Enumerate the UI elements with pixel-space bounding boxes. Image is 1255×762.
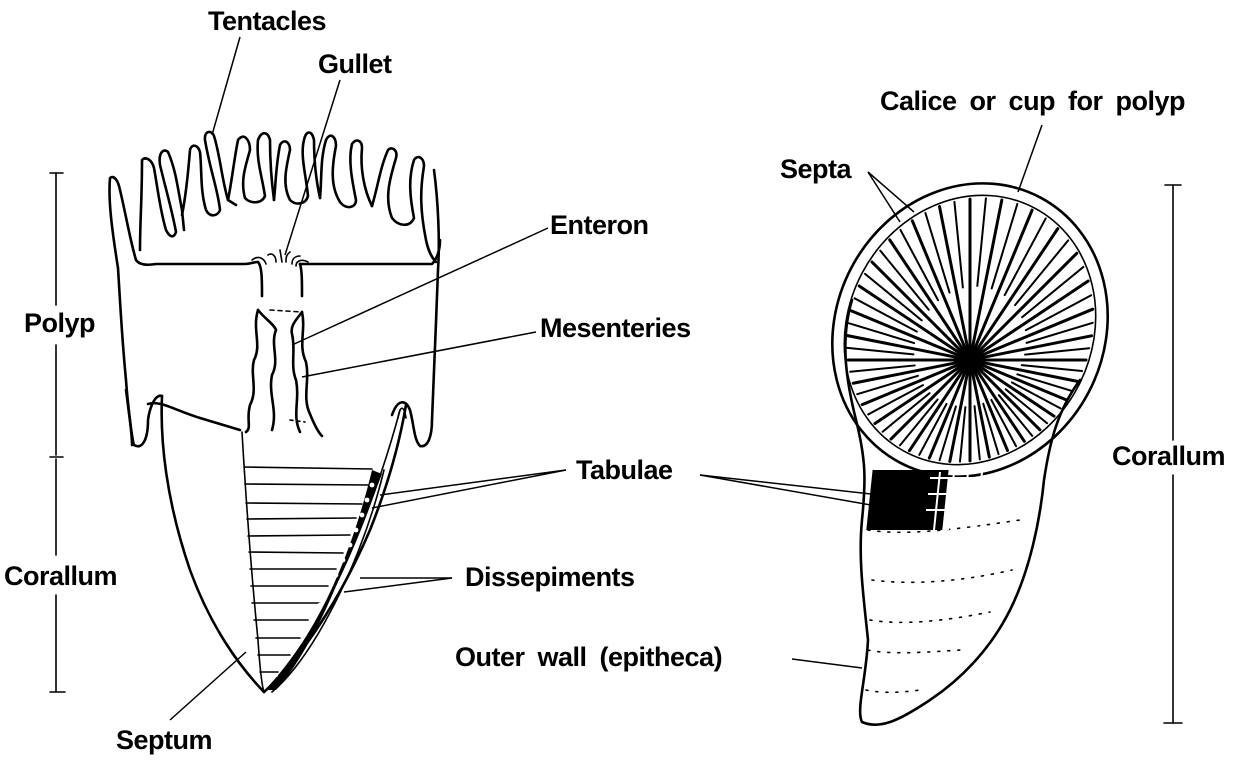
minor-septum-line bbox=[853, 297, 918, 333]
corallum-section bbox=[160, 394, 408, 694]
major-septum-line bbox=[971, 363, 1026, 443]
minor-septum-line bbox=[846, 346, 915, 356]
minor-septum-line bbox=[1010, 381, 1062, 410]
gullet-drawing bbox=[251, 249, 309, 298]
major-septum-line bbox=[910, 219, 970, 356]
minor-septum-line bbox=[990, 398, 1018, 448]
minor-septum-line bbox=[938, 405, 957, 462]
minor-septum-line bbox=[849, 364, 916, 373]
label-dissepiments: Dissepiments bbox=[465, 562, 635, 592]
major-septum-line bbox=[970, 364, 1009, 452]
minor-septum-line bbox=[899, 228, 940, 302]
major-septum-line bbox=[937, 205, 971, 356]
major-septum-line bbox=[888, 238, 969, 357]
minor-septum-line bbox=[982, 402, 1000, 456]
major-septum-line bbox=[857, 284, 967, 359]
label-tentacles: Tentacles bbox=[208, 6, 327, 36]
minor-septum-line bbox=[847, 322, 916, 345]
minor-septum-line bbox=[898, 398, 939, 447]
minor-septum-line bbox=[918, 402, 948, 456]
minor-septum-line bbox=[864, 272, 923, 322]
bracket-label-polyp: Polyp bbox=[24, 308, 96, 338]
minor-septum-line bbox=[1020, 364, 1084, 373]
tentacles-drawing bbox=[108, 130, 442, 447]
minor-septum-line bbox=[953, 200, 964, 289]
minor-septum-line bbox=[1004, 388, 1049, 425]
major-septum-line bbox=[972, 362, 1042, 432]
major-septum-line bbox=[969, 364, 991, 459]
major-septum-line bbox=[873, 361, 967, 425]
major-septum-line bbox=[971, 227, 1060, 357]
septa-radial-lines bbox=[846, 197, 1095, 463]
major-septum-line bbox=[972, 251, 1079, 358]
major-septum-line bbox=[851, 359, 966, 385]
minor-septum-line bbox=[976, 197, 987, 287]
minor-septum-line bbox=[881, 392, 931, 433]
major-septum-line bbox=[973, 279, 1090, 359]
minor-septum-line bbox=[1014, 239, 1070, 307]
label-septa: Septa bbox=[780, 154, 852, 184]
minor-septum-line bbox=[1016, 373, 1074, 393]
label-tabulae: Tabulae bbox=[576, 455, 673, 485]
minor-septum-line bbox=[879, 249, 930, 311]
major-septum-line bbox=[970, 208, 1034, 356]
minor-septum-line bbox=[990, 202, 1019, 290]
leader-lines bbox=[169, 36, 1043, 721]
major-septum-line bbox=[948, 364, 971, 463]
major-septum-line bbox=[927, 364, 970, 460]
minor-septum-line bbox=[1023, 347, 1091, 356]
major-septum-line bbox=[907, 363, 969, 453]
label-gullet: Gullet bbox=[318, 49, 392, 79]
major-septum-line bbox=[860, 360, 966, 407]
calice-center bbox=[958, 348, 982, 372]
label-calice: Calice or cup for polyp bbox=[880, 86, 1186, 116]
major-septum-line bbox=[974, 359, 1079, 383]
major-septum-line bbox=[846, 334, 966, 361]
major-septum-line bbox=[974, 334, 1094, 361]
major-septum-line bbox=[889, 362, 968, 441]
minor-septum-line bbox=[958, 406, 967, 463]
label-enteron: Enteron bbox=[550, 210, 649, 240]
minor-septum-line bbox=[867, 384, 924, 416]
horn-coral-drawing bbox=[831, 182, 1109, 727]
major-septum-line bbox=[974, 360, 1069, 402]
major-septum-line bbox=[973, 361, 1056, 418]
major-septum-line bbox=[870, 260, 968, 358]
polyp-bracket bbox=[49, 172, 64, 458]
label-mesenteries: Mesenteries bbox=[540, 313, 691, 343]
corallum-bracket-right bbox=[1163, 184, 1183, 724]
major-septum-line bbox=[974, 307, 1095, 360]
label-septum: Septum bbox=[116, 725, 213, 755]
minor-septum-line bbox=[1003, 217, 1047, 297]
minor-septum-line bbox=[997, 394, 1034, 437]
minor-septum-line bbox=[924, 211, 951, 294]
bracket-label-corallum-right: Corallum bbox=[1112, 441, 1226, 471]
minor-septum-line bbox=[856, 374, 919, 396]
minor-septum-line bbox=[973, 405, 981, 461]
bracket-label-corallum-left: Corallum bbox=[4, 561, 118, 591]
minor-septum-line bbox=[1021, 265, 1085, 319]
corallum-bracket-left bbox=[49, 458, 66, 693]
major-septum-line bbox=[849, 309, 966, 360]
mesenteries-drawing bbox=[146, 308, 324, 438]
major-septum-line bbox=[969, 198, 1004, 356]
label-outer-wall: Outer wall (epitheca) bbox=[455, 642, 723, 672]
minor-septum-line bbox=[1024, 294, 1093, 332]
minor-septum-line bbox=[1025, 321, 1094, 344]
polyp-body-lower bbox=[124, 388, 434, 448]
